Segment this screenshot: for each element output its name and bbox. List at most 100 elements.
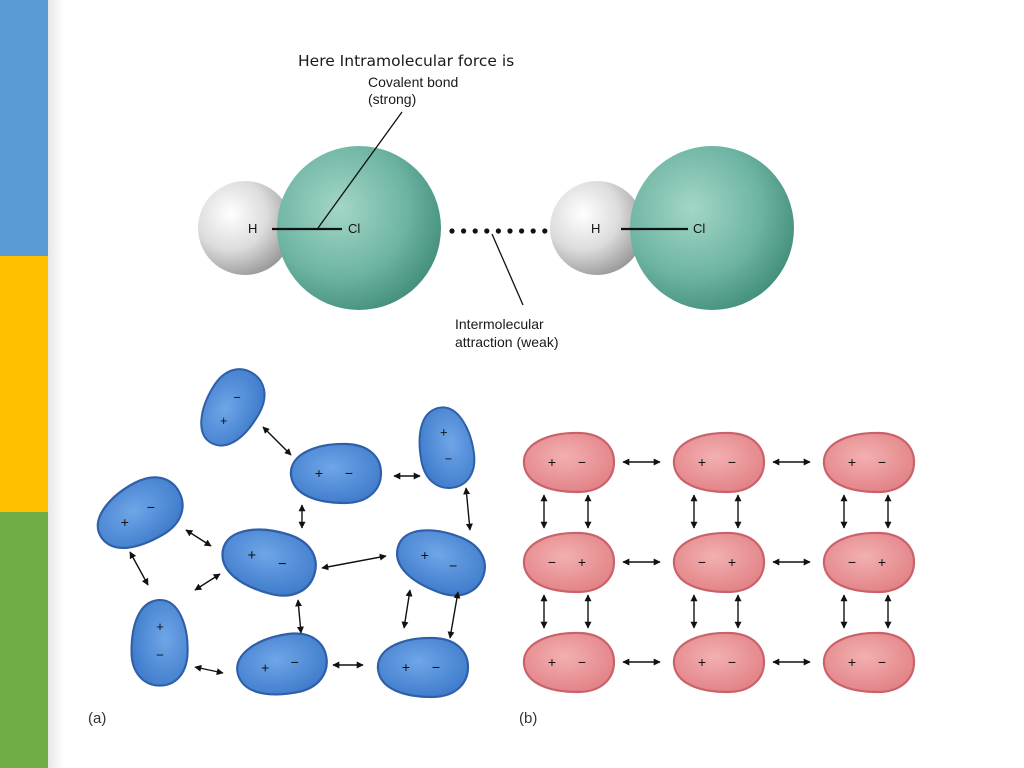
polar-molecule-a: +− xyxy=(130,599,189,687)
h-label-1: H xyxy=(248,221,257,236)
polar-molecule-b: −+ xyxy=(822,531,916,594)
molecule-body xyxy=(672,531,766,594)
polar-molecule-a: +− xyxy=(395,529,486,597)
molecule-body xyxy=(672,431,766,494)
charge-sign-right: − xyxy=(345,465,353,481)
h-label-2: H xyxy=(591,221,600,236)
polar-molecule-b: +− xyxy=(822,431,916,494)
sidebar-shadow xyxy=(48,0,64,768)
polar-molecule-b: +− xyxy=(522,431,616,494)
intermolecular-label-line1: Intermolecular xyxy=(455,316,544,332)
charge-sign-right: − xyxy=(432,659,440,675)
polar-molecule-b: +− xyxy=(672,431,766,494)
polar-molecule-a: +− xyxy=(418,406,476,489)
dipole-attraction-arrow xyxy=(401,589,413,629)
panel-a-label: (a) xyxy=(88,710,106,727)
polar-molecule-b: +− xyxy=(822,631,916,694)
polar-molecule-a: +− xyxy=(289,442,383,505)
molecule-body xyxy=(289,442,383,505)
charge-sign-left: + xyxy=(421,547,429,563)
polar-molecule-a: +− xyxy=(376,636,470,699)
polar-molecule-a: +− xyxy=(221,528,317,597)
panel-a-liquid-dipoles: +−+−+−+−+−+−+−+−+− (a) xyxy=(88,368,486,727)
charge-sign-right: − xyxy=(234,391,241,405)
charge-sign-right: − xyxy=(728,654,736,670)
chlorine-atom-2 xyxy=(630,146,794,310)
sidebar-green-band xyxy=(0,512,48,768)
dipole-attraction-arrow xyxy=(185,529,212,547)
sidebar-blue-band xyxy=(0,0,48,256)
charge-sign-left: + xyxy=(315,465,323,481)
covalent-pointer-line xyxy=(317,111,403,229)
charge-sign-left: + xyxy=(248,548,257,564)
intermolecular-label-line2: attraction (weak) xyxy=(455,334,558,350)
dipole-attraction-arrow xyxy=(295,599,304,634)
polar-molecule-b: −+ xyxy=(672,531,766,594)
hydrogen-atom-2 xyxy=(550,181,644,275)
intramolecular-title: Here Intramolecular force is xyxy=(298,52,514,70)
polar-molecule-b: −+ xyxy=(522,531,616,594)
molecule-body xyxy=(672,631,766,694)
charge-sign-left: − xyxy=(698,554,706,570)
attraction-dot xyxy=(542,228,548,234)
charge-sign-left: + xyxy=(121,514,129,530)
charge-sign-left: + xyxy=(156,619,164,634)
charge-sign-right: − xyxy=(445,452,452,466)
attraction-dot xyxy=(530,228,536,234)
charge-sign-right: + xyxy=(878,554,886,570)
molecule-body xyxy=(822,531,916,594)
dipole-attraction-arrow xyxy=(321,553,387,571)
charge-sign-left: + xyxy=(261,659,269,675)
charge-sign-right: − xyxy=(147,499,155,515)
charge-sign-right: − xyxy=(449,557,457,573)
molecule-body xyxy=(395,529,486,597)
charge-sign-left: + xyxy=(698,654,706,670)
attraction-dot xyxy=(484,228,490,234)
dipole-attraction-arrow xyxy=(447,591,461,639)
chlorine-atom-1 xyxy=(277,146,441,310)
attraction-dot xyxy=(472,228,478,234)
molecule-body xyxy=(822,431,916,494)
charge-sign-left: + xyxy=(848,454,856,470)
molecule-body xyxy=(376,636,470,699)
charge-sign-left: + xyxy=(402,659,410,675)
charge-sign-right: − xyxy=(578,454,586,470)
attraction-dot xyxy=(519,228,525,234)
charge-sign-left: − xyxy=(548,554,556,570)
molecule-body xyxy=(822,631,916,694)
molecule-body xyxy=(522,531,616,594)
charge-sign-right: − xyxy=(291,654,299,670)
molecule-body xyxy=(418,406,476,489)
charge-sign-right: − xyxy=(728,454,736,470)
cl-label-1: Cl xyxy=(348,221,360,236)
attraction-dot xyxy=(495,228,501,234)
charge-sign-left: + xyxy=(440,426,447,440)
charge-sign-left: − xyxy=(848,554,856,570)
charge-sign-left: + xyxy=(220,414,227,428)
charge-sign-left: + xyxy=(548,454,556,470)
intermolecular-dots xyxy=(449,228,548,234)
charge-sign-left: + xyxy=(848,654,856,670)
covalent-label-line2: (strong) xyxy=(368,91,416,107)
charge-sign-left: + xyxy=(548,654,556,670)
charge-sign-right: + xyxy=(578,554,586,570)
charge-sign-right: − xyxy=(156,648,164,663)
molecule-body xyxy=(522,631,616,694)
charge-sign-right: − xyxy=(578,654,586,670)
cl-label-2: Cl xyxy=(693,221,705,236)
molecule-body xyxy=(130,599,189,687)
dipole-attraction-arrow xyxy=(194,573,221,591)
dipole-attraction-arrow xyxy=(129,551,149,586)
dipole-attraction-arrow xyxy=(194,664,224,676)
intermolecular-pointer-line xyxy=(491,233,524,306)
polar-molecule-a: +− xyxy=(96,476,184,550)
sidebar-yellow-band xyxy=(0,256,48,512)
charge-sign-right: − xyxy=(278,556,287,572)
covalent-label-line1: Covalent bond xyxy=(368,74,458,90)
molecule-body xyxy=(522,431,616,494)
polar-molecule-b: +− xyxy=(672,631,766,694)
dipole-attraction-arrow xyxy=(262,426,292,456)
charge-sign-right: + xyxy=(728,554,736,570)
molecule-body xyxy=(221,528,317,597)
